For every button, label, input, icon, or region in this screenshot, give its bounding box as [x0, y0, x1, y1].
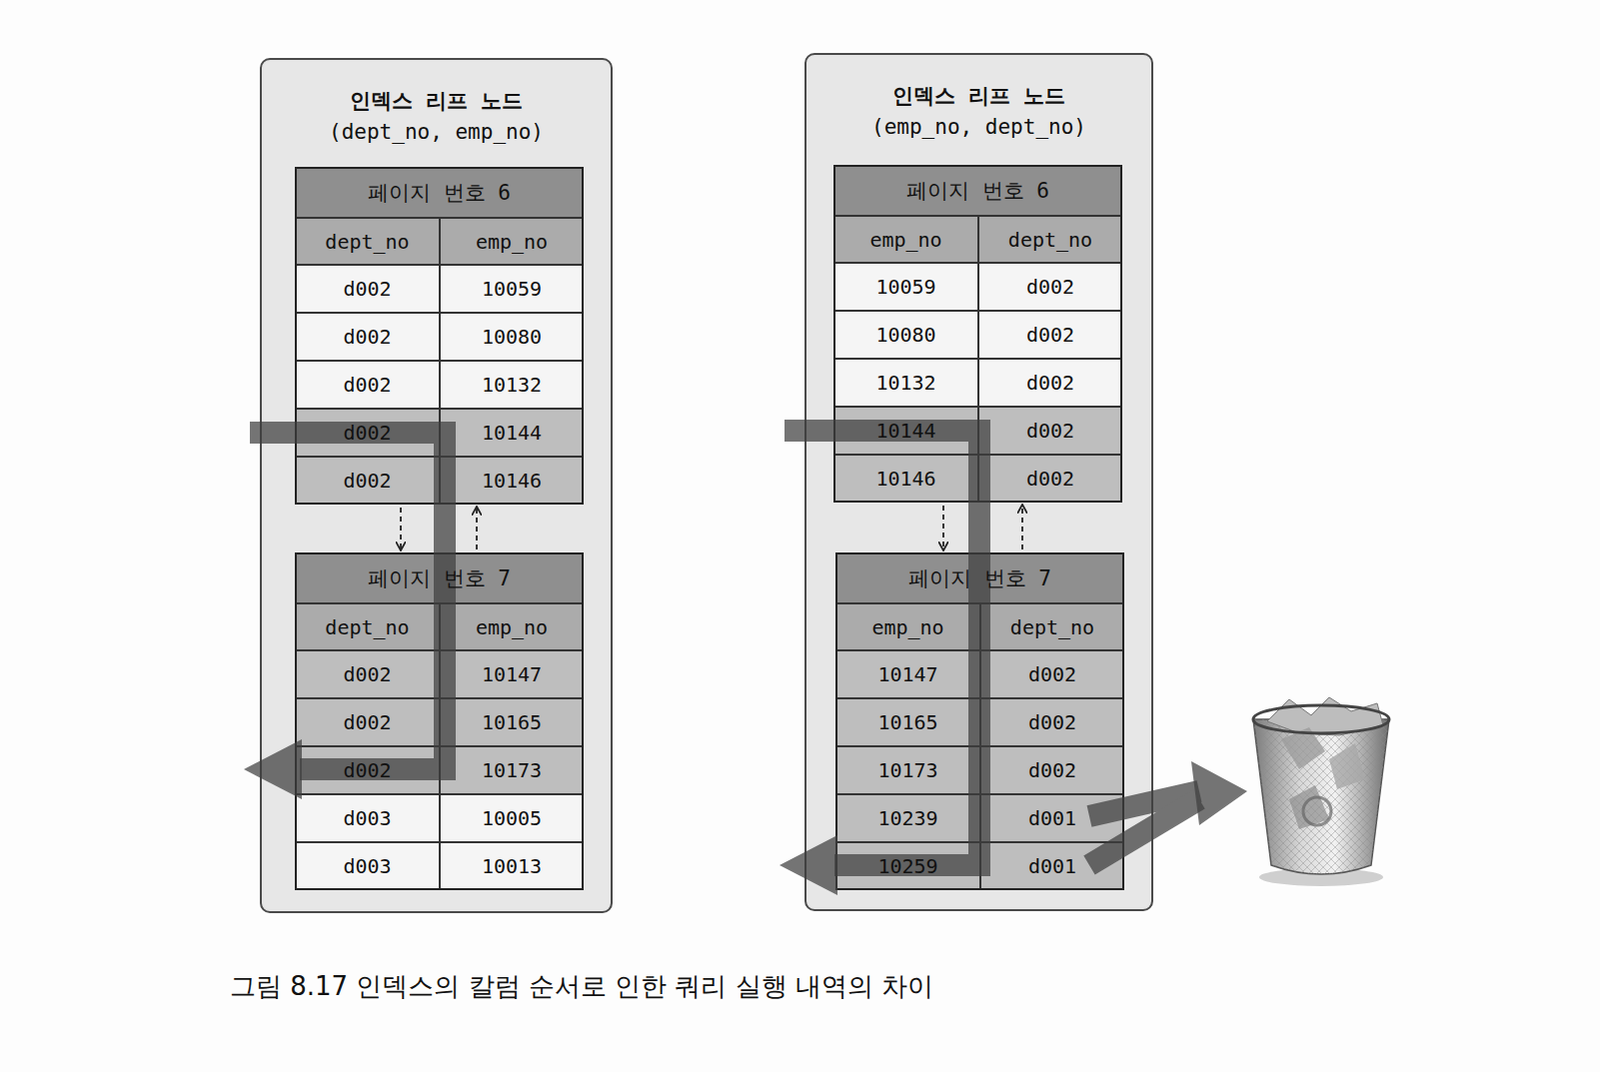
column-header: emp_no [871, 615, 944, 640]
panel-heading: 인덱스 리프 노드 [349, 85, 522, 117]
column-header: dept_no [324, 229, 409, 254]
table-cell-text: 10005 [481, 806, 542, 831]
table-cell-text: 10146 [481, 468, 542, 493]
panel-heading: 인덱스 리프 노드 [892, 80, 1065, 112]
column-header: emp_no [475, 615, 548, 640]
table-cell-text: 10144 [875, 418, 936, 443]
can-mesh [1253, 719, 1390, 875]
page-number-header: 페이지 번호 7 [367, 564, 511, 593]
table-cell-text: 10173 [481, 758, 542, 783]
table-cell-text: d002 [1026, 274, 1075, 299]
column-header: dept_no [1008, 227, 1093, 252]
table-cell-text: d002 [342, 662, 391, 687]
can-rim [1253, 705, 1390, 734]
table-cell-text: d003 [342, 854, 391, 879]
table-cell-text: 10147 [877, 662, 938, 687]
table-cell-text: d002 [342, 324, 391, 349]
table-cell-text: 10132 [875, 370, 936, 395]
table-cell-text: 10144 [481, 420, 542, 445]
table-cell-text: d002 [342, 276, 391, 301]
table-cell-text: 10013 [481, 854, 542, 879]
table-cell-text: d002 [342, 468, 391, 493]
page-number-header: 페이지 번호 7 [908, 564, 1052, 593]
page-number-header: 페이지 번호 6 [906, 176, 1050, 205]
table-cell-text: 10173 [877, 758, 938, 783]
table-cell-text: d003 [342, 806, 391, 831]
discard-arrowhead [1191, 761, 1248, 826]
column-header: dept_no [324, 615, 409, 640]
table-cell-text: 10259 [877, 854, 938, 879]
index-page-table: 페이지 번호 6 dept_no emp_no d002 10059 d002 10080 d… [294, 166, 584, 505]
table-cell-text: 10059 [481, 276, 542, 301]
table-cell-text: 10239 [877, 806, 938, 831]
table-cell-text: d002 [1026, 418, 1075, 443]
table-cell-text: d002 [342, 420, 391, 445]
table-cell-text: d002 [1028, 662, 1077, 687]
table-cell-text: 10165 [877, 710, 938, 735]
table-cell-text: 10080 [481, 324, 542, 349]
recycle-mark [1303, 797, 1332, 826]
table-cell-text: 10132 [481, 372, 542, 397]
table-cell-text: d002 [342, 372, 391, 397]
index-page-table: 페이지 번호 7 emp_no dept_no 10147 d002 10165 d002 1… [835, 552, 1125, 891]
table-cell-text: d002 [1028, 758, 1077, 783]
table-cell-text: 10165 [481, 710, 542, 735]
index-leaf-panel: 인덱스 리프 노드(dept_no, emp_no) 페이지 번호 6 dept_n… [259, 57, 613, 914]
page-number-header: 페이지 번호 6 [367, 178, 511, 207]
table-cell-text: d001 [1028, 854, 1077, 879]
table-cell-text: d002 [1026, 466, 1075, 491]
table-cell-text: 10147 [481, 662, 542, 687]
column-header: emp_no [869, 227, 942, 252]
can-body [1253, 719, 1390, 875]
index-leaf-panel: 인덱스 리프 노드(emp_no, dept_no) 페이지 번호 6 emp_no… [804, 52, 1154, 912]
panel-subheading: (dept_no, emp_no) [328, 116, 544, 148]
caption-text: 그림 8.17 인덱스의 칼럼 순서로 인한 쿼리 실행 내역의 차이 [229, 971, 934, 1002]
figure-caption: 그림 8.17 인덱스의 칼럼 순서로 인한 쿼리 실행 내역의 차이 [229, 969, 934, 1005]
table-cell-text: d002 [1028, 710, 1077, 735]
table-cell-text: d002 [342, 710, 391, 735]
column-header: emp_no [475, 229, 548, 254]
table-cell-text: 10059 [875, 274, 936, 299]
table-cell-text: 10146 [875, 466, 936, 491]
panel-title: 인덱스 리프 노드(emp_no, dept_no) [806, 80, 1152, 143]
index-page-table: 페이지 번호 6 emp_no dept_no 10059 d002 10080 d002 1… [833, 164, 1123, 503]
table-cell-text: d002 [1026, 322, 1075, 347]
panel-title: 인덱스 리프 노드(dept_no, emp_no) [261, 85, 611, 148]
column-header: dept_no [1010, 615, 1095, 640]
panel-subheading: (emp_no, dept_no) [871, 111, 1087, 143]
table-cell-text: d002 [1026, 370, 1075, 395]
table-cell-text: 10080 [875, 322, 936, 347]
index-page-table: 페이지 번호 7 dept_no emp_no d002 10147 d002 10165 d… [294, 552, 584, 891]
crumpled-paper [1329, 743, 1366, 790]
table-cell-text: d001 [1028, 806, 1077, 831]
table-cell-text: d002 [342, 758, 391, 783]
